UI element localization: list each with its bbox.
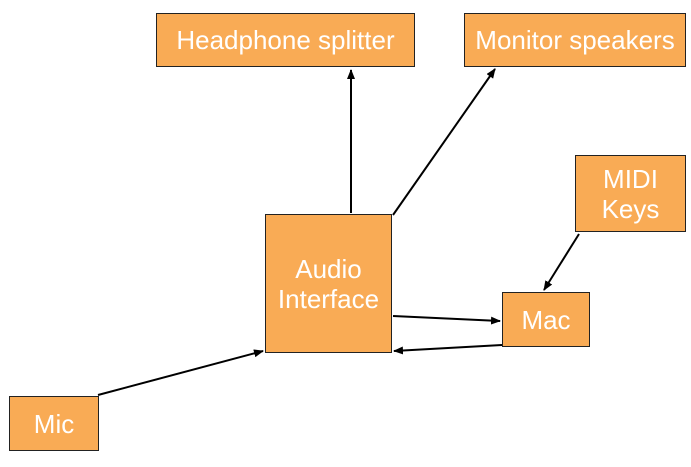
- mac-label: Mac: [521, 304, 571, 335]
- headphone-splitter-box: Headphone splitter: [156, 13, 415, 67]
- arrow-audio-to-monitor: [392, 68, 496, 216]
- arrow-midi-to-mac: [543, 233, 580, 291]
- midi-keys-box: MIDI Keys: [575, 155, 686, 232]
- arrow-mic-to-audio: [97, 349, 264, 396]
- audio-interface-box: Audio Interface: [265, 214, 392, 353]
- audio-interface-label-line2: Interface: [277, 283, 380, 314]
- mic-box: Mic: [9, 396, 99, 451]
- monitor-speakers-box: Monitor speakers: [464, 13, 686, 67]
- arrow-mac-to-audio: [393, 344, 503, 355]
- arrow-audio-to-mac: [392, 315, 501, 325]
- headphone-splitter-label: Headphone splitter: [176, 25, 395, 55]
- mic-label: Mic: [33, 408, 75, 439]
- midi-keys-label-line1: MIDI: [603, 163, 658, 194]
- mac-box: Mac: [502, 292, 590, 347]
- audio-interface-label-line1: Audio: [295, 253, 362, 284]
- midi-keys-label-line2: Keys: [601, 193, 660, 224]
- monitor-speakers-label: Monitor speakers: [475, 25, 675, 55]
